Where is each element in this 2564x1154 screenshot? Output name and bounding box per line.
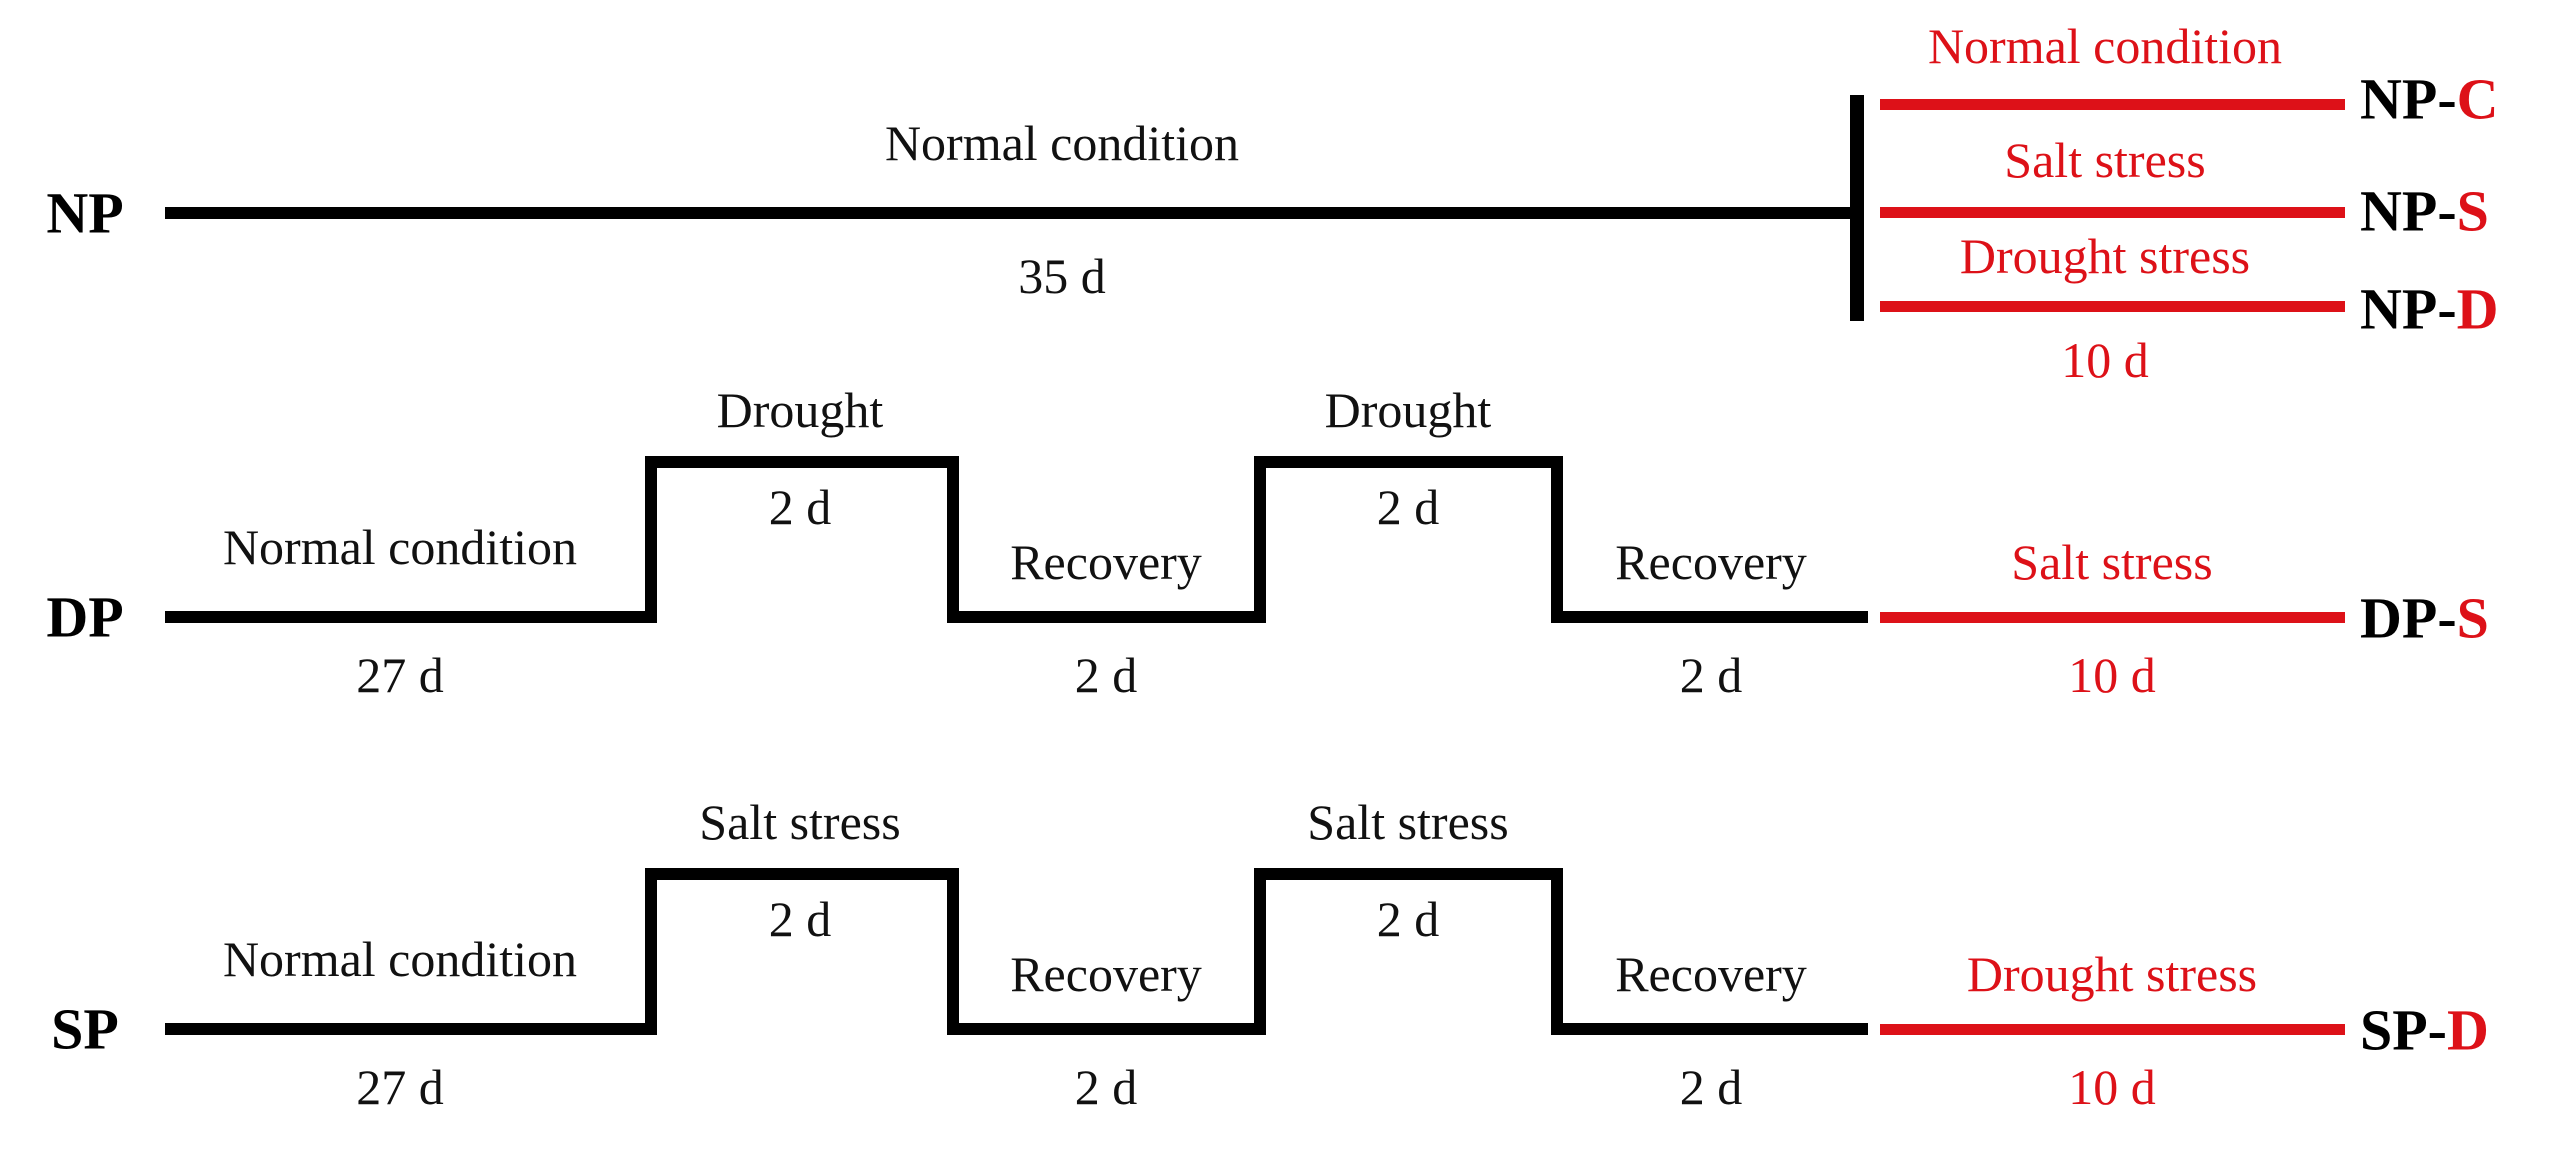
sp-pulse1-duration: 2 d	[768, 891, 832, 947]
dp-row-label: DP	[46, 584, 124, 650]
sp-code-prefix: SP-	[2360, 997, 2447, 1063]
dp-pulse1-rise	[645, 456, 657, 623]
sp-pulse2-top	[1254, 868, 1563, 880]
dp-pulse2-rise	[1254, 456, 1266, 623]
sp-normal-label: Normal condition	[222, 931, 578, 987]
np-branch-bar	[1850, 95, 1864, 321]
np-timeline-line	[165, 207, 1853, 219]
sp-code: SP-D	[2360, 997, 2489, 1064]
sp-baseline-2	[947, 1023, 1266, 1035]
np-branch-d-code: NP-D	[2360, 276, 2499, 343]
dp-recovery2-duration: 2 d	[1679, 647, 1743, 703]
sp-pulse2-rise	[1254, 868, 1266, 1035]
dp-pulse2-fall	[1551, 456, 1563, 623]
dp-pulse1-fall	[947, 456, 959, 623]
sp-pulse2-fall	[1551, 868, 1563, 1035]
sp-pulse2-label: Salt stress	[1307, 794, 1509, 850]
dp-code: DP-S	[2360, 585, 2489, 652]
sp-pulse1-fall	[947, 868, 959, 1035]
sp-baseline-1	[165, 1023, 657, 1035]
dp-recovery1-duration: 2 d	[1074, 647, 1138, 703]
sp-baseline-3	[1551, 1023, 1868, 1035]
np-code-s-suffix: S	[2456, 178, 2489, 244]
sp-pulse1-rise	[645, 868, 657, 1035]
dp-code-prefix: DP-	[2360, 585, 2457, 651]
sp-pulse1-label: Salt stress	[699, 794, 901, 850]
sp-stress-line	[1880, 1024, 2345, 1035]
dp-baseline-1	[165, 611, 657, 623]
dp-pulse1-duration: 2 d	[768, 479, 832, 535]
dp-baseline-2	[947, 611, 1266, 623]
sp-row-label: SP	[51, 996, 119, 1062]
dp-pulse2-duration: 2 d	[1376, 479, 1440, 535]
sp-pulse1-top	[645, 868, 959, 880]
np-code-d-prefix: NP-	[2360, 276, 2457, 342]
dp-pulse2-top	[1254, 456, 1563, 468]
dp-pulse1-label: Drought	[716, 382, 884, 438]
np-branch-duration: 10 d	[2061, 332, 2149, 388]
np-branch-s-label: Salt stress	[2004, 132, 2206, 188]
sp-pulse2-duration: 2 d	[1376, 891, 1440, 947]
np-phase-label: Normal condition	[884, 115, 1240, 171]
np-branch-c-line	[1880, 99, 2345, 110]
dp-normal-label: Normal condition	[222, 519, 578, 575]
sp-normal-duration: 27 d	[356, 1059, 444, 1115]
np-row-label: NP	[46, 180, 124, 246]
dp-normal-duration: 27 d	[356, 647, 444, 703]
sp-recovery2-duration: 2 d	[1679, 1059, 1743, 1115]
sp-recovery1-duration: 2 d	[1074, 1059, 1138, 1115]
np-code-c-prefix: NP-	[2360, 66, 2457, 132]
np-code-c-suffix: C	[2456, 66, 2499, 132]
dp-stress-duration: 10 d	[2068, 647, 2156, 703]
sp-recovery2-label: Recovery	[1615, 946, 1807, 1002]
np-branch-s-code: NP-S	[2360, 178, 2489, 245]
np-code-s-prefix: NP-	[2360, 178, 2457, 244]
sp-stress-label: Drought stress	[1966, 946, 2258, 1002]
dp-stress-label: Salt stress	[2011, 534, 2213, 590]
dp-recovery2-label: Recovery	[1615, 534, 1807, 590]
np-branch-d-label: Drought stress	[1959, 228, 2251, 284]
dp-pulse1-top	[645, 456, 959, 468]
dp-stress-line	[1880, 612, 2345, 623]
dp-code-suffix: S	[2456, 585, 2489, 651]
np-branch-s-line	[1880, 207, 2345, 218]
np-branch-d-line	[1880, 301, 2345, 312]
dp-recovery1-label: Recovery	[1010, 534, 1202, 590]
np-branch-c-label: Normal condition	[1927, 18, 2283, 74]
sp-code-suffix: D	[2447, 997, 2489, 1063]
np-branch-c-code: NP-C	[2360, 66, 2499, 133]
np-phase-duration: 35 d	[1018, 248, 1106, 304]
np-code-d-suffix: D	[2456, 276, 2499, 342]
dp-baseline-3	[1551, 611, 1868, 623]
dp-pulse2-label: Drought	[1324, 382, 1492, 438]
sp-recovery1-label: Recovery	[1010, 946, 1202, 1002]
sp-stress-duration: 10 d	[2068, 1059, 2156, 1115]
